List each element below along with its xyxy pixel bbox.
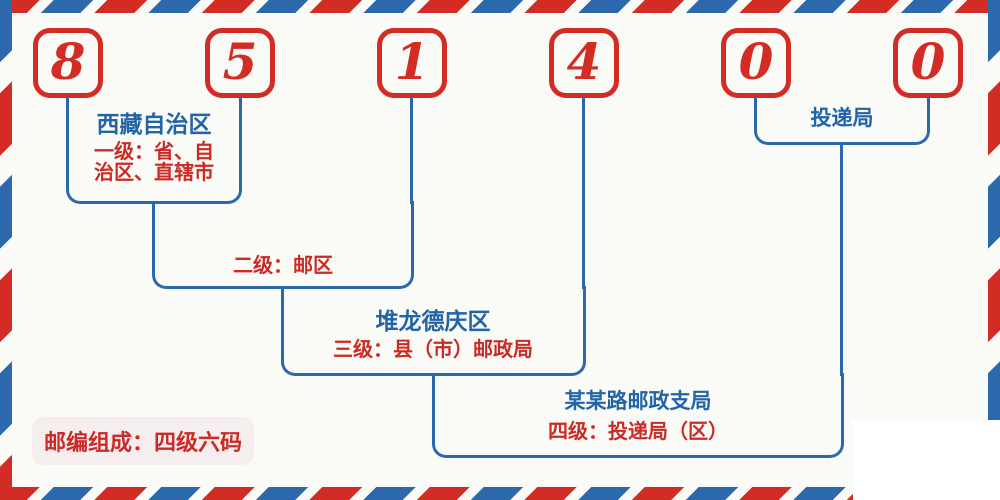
envelope-border-left xyxy=(0,0,12,500)
level3-place-name: 堆龙德庆区 xyxy=(375,308,491,335)
badge-text: 邮编组成：四级六码 xyxy=(43,430,242,456)
postal-digit-box-5: 0 xyxy=(721,28,791,98)
postal-digit-box-1: 8 xyxy=(33,28,103,98)
level3-label: 三级：县（市）邮政局 xyxy=(333,337,533,361)
level1-label-line2: 治区、直辖市 xyxy=(94,160,214,184)
postal-digit-2: 5 xyxy=(222,32,258,91)
connector-line-delivery-stem xyxy=(840,143,843,376)
postal-digit-5: 0 xyxy=(738,32,774,91)
connector-line-digit4 xyxy=(582,97,585,289)
level4-label: 四级：投递局（区） xyxy=(548,419,728,443)
postal-digit-6: 0 xyxy=(910,32,946,91)
postal-digit-3: 1 xyxy=(394,32,430,91)
postal-digit-box-3: 1 xyxy=(377,28,447,98)
envelope-border-top xyxy=(0,0,1000,13)
corner-white-patch xyxy=(853,420,1000,500)
connector-bracket-level4 xyxy=(432,373,844,458)
level1-label-line1: 一级：省、自 xyxy=(94,139,214,163)
postal-digit-box-6: 0 xyxy=(893,28,963,98)
delivery-office-label: 投递局 xyxy=(810,105,874,130)
postal-digit-4: 4 xyxy=(566,32,602,91)
level1-place-name: 西藏自治区 xyxy=(96,111,212,138)
postal-code-composition-badge: 邮编组成：四级六码 xyxy=(32,417,254,465)
envelope-border-right xyxy=(988,0,1000,500)
connector-line-digit3 xyxy=(410,97,413,204)
postal-digit-1: 8 xyxy=(50,32,86,91)
level4-place-name: 某某路邮政支局 xyxy=(564,388,712,413)
envelope-border-bottom xyxy=(0,487,1000,500)
level2-label: 二级：邮区 xyxy=(233,253,333,277)
postal-digit-box-2: 5 xyxy=(205,28,275,98)
level1-label: 一级：省、自 治区、直辖市 xyxy=(44,141,264,183)
postal-digit-box-4: 4 xyxy=(549,28,619,98)
